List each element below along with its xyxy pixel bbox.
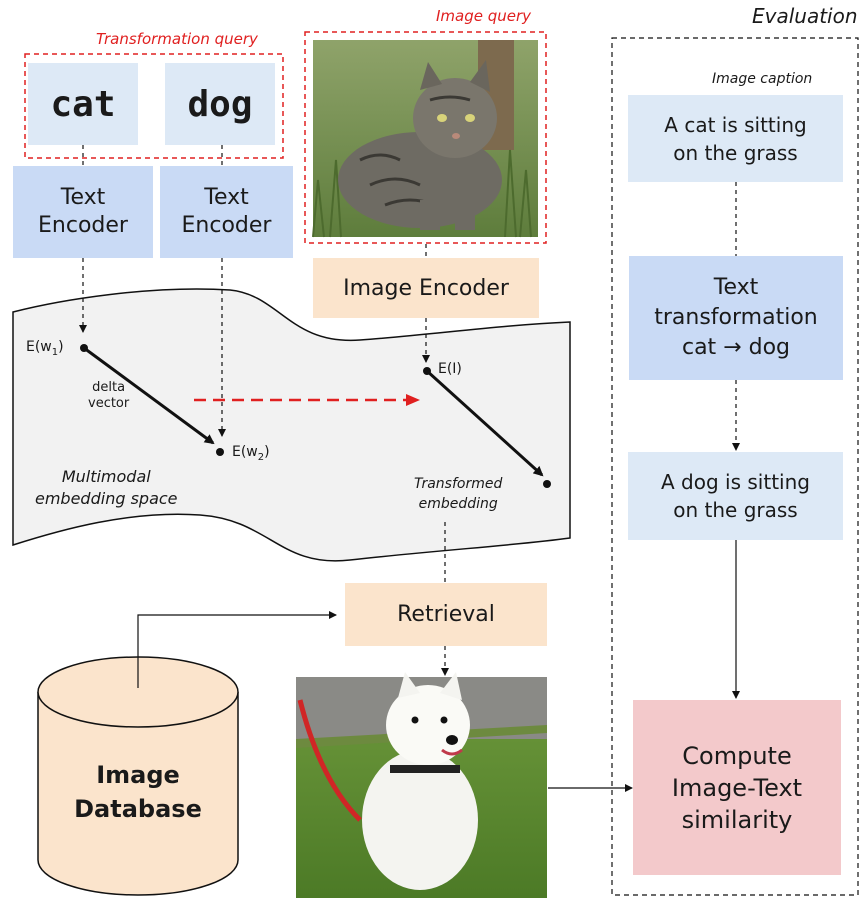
image-query-title: Image query	[436, 7, 532, 25]
evaluation-title: Evaluation	[752, 4, 858, 28]
query-word-cat: cat	[28, 63, 138, 145]
dot-e-i	[423, 367, 431, 375]
delta-vector-arrow	[83, 346, 215, 445]
label-e-w2: E(w2)	[232, 444, 270, 463]
embedding-space-shape	[12, 288, 571, 562]
image-caption-title: Image caption	[712, 71, 813, 87]
query-word-dog: dog	[165, 63, 275, 145]
retrieval-box: Retrieval	[345, 583, 547, 646]
transformation-query-title: Transformation query	[96, 30, 258, 48]
dot-e-w2	[216, 448, 224, 456]
text-encoder-1-line1: Text	[60, 185, 106, 210]
dot-e-w1	[80, 344, 88, 352]
caption-cat: A cat is sitting on the grass	[628, 95, 843, 182]
image-query-frame	[304, 31, 547, 244]
transformed-arrow	[425, 369, 544, 477]
text-encoder-2: Text Encoder	[160, 166, 293, 258]
label-e-w1: E(w1)	[26, 339, 64, 358]
cat-image	[312, 40, 538, 238]
label-e-i: E(I)	[438, 361, 462, 377]
transformation-query-frame	[24, 53, 284, 159]
text-encoder-1-line2: Encoder	[38, 213, 128, 238]
database-cylinder	[37, 656, 239, 896]
text-transformation-box: Text transformation cat → dog	[629, 256, 843, 380]
delta-vector-label: delta vector	[88, 380, 130, 411]
caption-dog: A dog is sitting on the grass	[628, 452, 843, 540]
text-encoder-2-line2: Encoder	[181, 213, 272, 238]
compute-similarity-box: Compute Image-Text similarity	[633, 700, 841, 875]
dog-image	[296, 672, 547, 898]
image-database-label: Image Database	[74, 761, 202, 823]
image-encoder: Image Encoder	[313, 258, 539, 318]
dot-transformed	[543, 480, 551, 488]
transformed-embedding-label: Transformed embedding	[414, 476, 503, 512]
embedding-space-label: Multimodal embedding space	[35, 467, 178, 508]
evaluation-frame	[611, 37, 859, 896]
text-encoder-1: Text Encoder	[13, 166, 153, 258]
text-encoder-2-line1: Text	[204, 185, 249, 210]
